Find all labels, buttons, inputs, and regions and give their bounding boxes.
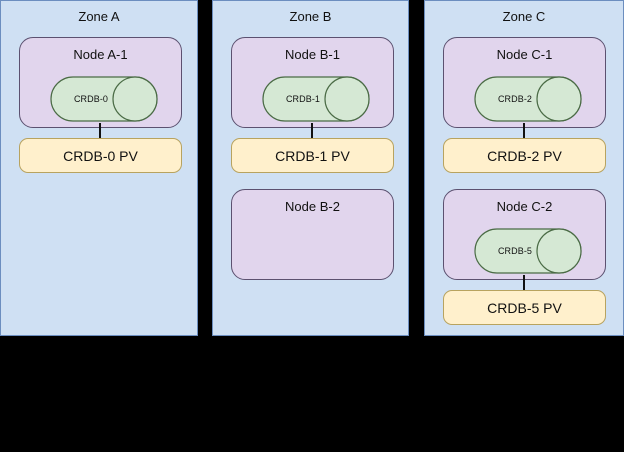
node-c-1: Node C-1 CRDB-2 — [443, 37, 606, 128]
database-label-crdb-0: CRDB-0 — [73, 94, 109, 104]
cylinder-shape-icon — [474, 76, 582, 122]
node-c-1-label: Node C-1 — [496, 47, 553, 62]
zone-a-label: Zone A — [78, 9, 120, 24]
cylinder-shape-icon — [474, 228, 582, 274]
node-c-2: Node C-2 CRDB-5 — [443, 189, 606, 280]
connector-node-a-1-to-crdb-0-pv — [99, 123, 101, 139]
pv-crdb-2: CRDB-2 PV — [443, 138, 606, 173]
node-a-1: Node A-1 CRDB-0 — [19, 37, 182, 128]
pv-crdb-0: CRDB-0 PV — [19, 138, 182, 173]
database-cylinder-crdb-1: CRDB-1 — [262, 76, 370, 122]
node-c-2-label: Node C-2 — [496, 199, 553, 214]
database-label-crdb-5: CRDB-5 — [497, 246, 533, 256]
database-cylinder-crdb-2: CRDB-2 — [474, 76, 582, 122]
zone-b: Zone B Node B-1 CRDB-1 CRDB-1 PV Node B-… — [212, 0, 409, 336]
database-cylinder-crdb-5: CRDB-5 — [474, 228, 582, 274]
node-b-2: Node B-2 — [231, 189, 394, 280]
database-label-crdb-2: CRDB-2 — [497, 94, 533, 104]
node-b-1: Node B-1 CRDB-1 — [231, 37, 394, 128]
zone-a: Zone A Node A-1 CRDB-0 CRDB-0 PV — [0, 0, 198, 336]
pv-crdb-5-label: CRDB-5 PV — [487, 299, 562, 316]
node-b-1-label: Node B-1 — [285, 47, 340, 62]
pv-crdb-1-label: CRDB-1 PV — [275, 147, 350, 164]
zone-b-label: Zone B — [289, 9, 332, 24]
node-b-2-label: Node B-2 — [285, 199, 340, 214]
pv-crdb-1: CRDB-1 PV — [231, 138, 394, 173]
connector-node-b-1-to-crdb-1-pv — [311, 123, 313, 139]
database-label-crdb-1: CRDB-1 — [285, 94, 321, 104]
zone-c: Zone C Node C-1 CRDB-2 CRDB-2 PV Node C-… — [424, 0, 624, 336]
pv-crdb-0-label: CRDB-0 PV — [63, 147, 138, 164]
cylinder-shape-icon — [262, 76, 370, 122]
node-a-1-label: Node A-1 — [73, 47, 128, 62]
zone-c-label: Zone C — [502, 9, 546, 24]
cylinder-shape-icon — [50, 76, 158, 122]
pv-crdb-2-label: CRDB-2 PV — [487, 147, 562, 164]
connector-node-c-1-to-crdb-2-pv — [523, 123, 525, 139]
connector-node-c-2-to-crdb-5-pv — [523, 275, 525, 291]
database-cylinder-crdb-0: CRDB-0 — [50, 76, 158, 122]
pv-crdb-5: CRDB-5 PV — [443, 290, 606, 325]
